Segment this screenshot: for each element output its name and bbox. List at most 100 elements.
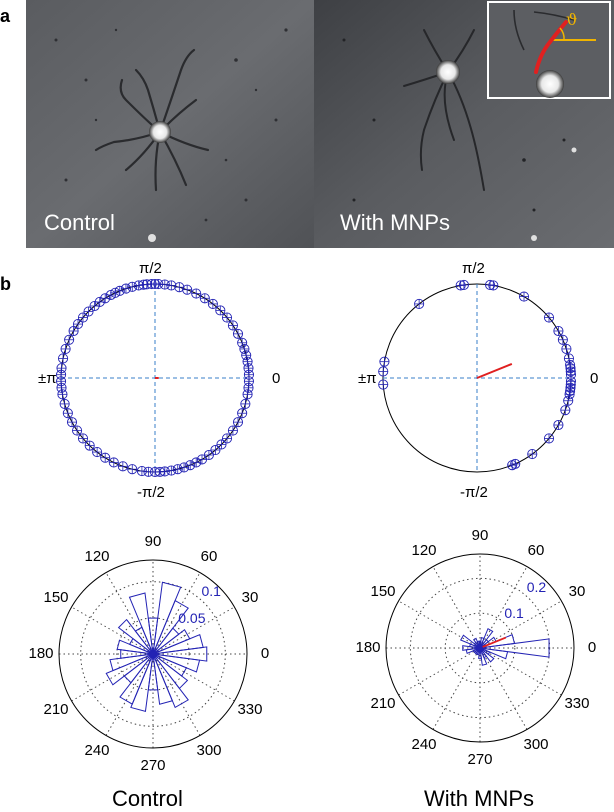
rose-0-angle-label: 90 bbox=[144, 533, 162, 550]
compass-0-marker bbox=[166, 465, 177, 476]
compass-mnps-label-right: 0 bbox=[590, 370, 599, 387]
compass-0-marker bbox=[66, 417, 78, 428]
compass-0-marker bbox=[174, 282, 185, 293]
rose-0-angle-label: 60 bbox=[200, 548, 218, 565]
rose-1-angle-label: 330 bbox=[564, 695, 590, 712]
compass-control-label-top: π/2 bbox=[139, 260, 162, 277]
compass-0-marker bbox=[199, 293, 210, 304]
rose-0-radial-label: 0.05 bbox=[178, 610, 206, 627]
compass-1-marker bbox=[553, 325, 564, 337]
compass-0-marker bbox=[232, 328, 244, 339]
rose-0-angle-label: 0 bbox=[260, 645, 270, 662]
compass-0-marker bbox=[216, 439, 227, 450]
compass-1-marker bbox=[378, 366, 389, 377]
compass-0-marker bbox=[133, 280, 144, 291]
compass-0-marker bbox=[227, 320, 238, 331]
rose-1-angle-label: 0 bbox=[587, 639, 597, 656]
compass-1-marker bbox=[455, 280, 466, 291]
compass-0-marker bbox=[120, 283, 132, 294]
compass-0-marker bbox=[191, 457, 202, 468]
rose-0-outer-ring bbox=[58, 559, 248, 749]
panel-b-letter: b bbox=[0, 274, 11, 294]
compass-0-marker bbox=[59, 398, 70, 409]
compass-1-marker bbox=[543, 433, 555, 444]
compass-1-marker bbox=[543, 312, 555, 323]
compass-0-marker bbox=[221, 312, 233, 323]
compass-0-marker bbox=[185, 460, 196, 471]
panel-a-letter: a bbox=[0, 6, 11, 26]
rose-1-radial-label: 0.1 bbox=[504, 605, 524, 622]
rose-0-angle-label: 300 bbox=[196, 741, 222, 759]
compass-0-marker bbox=[57, 389, 68, 400]
compass-mnps-label-bottom: -π/2 bbox=[460, 484, 488, 501]
rose-1-bar bbox=[479, 647, 509, 660]
rose-1-angle-label: 300 bbox=[523, 735, 549, 753]
compass-1-marker bbox=[378, 379, 389, 390]
rose-0-center bbox=[150, 651, 156, 657]
compass-0-marker bbox=[221, 433, 233, 444]
compass-0-marker bbox=[191, 288, 202, 299]
compass-control-label-left: ±π bbox=[38, 370, 57, 387]
compass-0-marker bbox=[60, 343, 71, 355]
compass-0-marker bbox=[72, 425, 83, 436]
compass-0-marker bbox=[127, 464, 138, 475]
compass-0-marker bbox=[232, 417, 244, 428]
compass-0-marker bbox=[56, 382, 67, 393]
compass-0-marker bbox=[237, 408, 248, 419]
rose-0-angle-label: 240 bbox=[84, 741, 110, 759]
compass-0-marker bbox=[243, 382, 254, 393]
caption-control: Control bbox=[112, 786, 183, 811]
rose-0-angle-label: 210 bbox=[43, 701, 69, 718]
compass-1-marker bbox=[561, 343, 572, 355]
rose-1-resultant bbox=[479, 636, 507, 649]
compass-1-marker bbox=[414, 298, 425, 309]
micrograph-mnps: With MNPs ϑ bbox=[314, 0, 614, 248]
compass-0-marker bbox=[242, 389, 253, 400]
micrograph-mnps-label: With MNPs bbox=[340, 210, 450, 235]
compass-0-marker bbox=[159, 466, 170, 477]
compass-mnps-label-top: π/2 bbox=[462, 260, 485, 277]
compass-0-marker bbox=[159, 279, 170, 290]
compass-0-marker bbox=[182, 284, 193, 295]
compass-0-marker bbox=[100, 452, 111, 463]
compass-0-marker bbox=[215, 305, 226, 316]
rose-1-angle-label: 30 bbox=[568, 583, 586, 600]
compass-1-marker bbox=[560, 405, 571, 416]
compass-0-marker bbox=[136, 466, 147, 477]
compass-0-marker bbox=[83, 306, 94, 317]
compass-0-marker bbox=[64, 334, 75, 345]
rose-1-angle-label: 90 bbox=[471, 527, 489, 544]
rose-1-angle-label: 60 bbox=[527, 542, 545, 559]
compass-0-marker bbox=[242, 356, 253, 367]
compass-control-label-right: 0 bbox=[272, 370, 281, 387]
compass-0-marker bbox=[227, 425, 238, 436]
compass-0-marker bbox=[108, 457, 119, 468]
compass-0-marker bbox=[56, 376, 67, 387]
rose-1-angle-label: 180 bbox=[355, 639, 381, 656]
compass-0-marker bbox=[117, 461, 128, 472]
rose-0-angle-label: 30 bbox=[241, 589, 259, 606]
rose-0-ring bbox=[116, 617, 190, 691]
rose-0-ring bbox=[80, 581, 226, 727]
rose-1-ring bbox=[409, 577, 551, 719]
compass-1-resultant bbox=[476, 362, 513, 379]
compass-1-marker bbox=[565, 359, 576, 370]
compass-0-marker bbox=[58, 353, 69, 364]
compass-0-marker bbox=[239, 343, 250, 355]
compass-1-marker bbox=[553, 419, 564, 431]
rose-0-angle-label: 270 bbox=[140, 757, 166, 774]
compass-0-marker bbox=[56, 363, 67, 374]
compass-0-marker bbox=[84, 440, 95, 451]
compass-mnps-label-left: ±π bbox=[358, 370, 377, 387]
compass-0-marker bbox=[240, 398, 251, 409]
compass-0-marker bbox=[94, 296, 105, 308]
compass-0-marker bbox=[241, 350, 252, 361]
compass-0-marker bbox=[243, 363, 254, 374]
rose-1-center bbox=[477, 645, 483, 651]
compass-1-marker bbox=[557, 334, 568, 345]
compass-0-marker bbox=[207, 298, 218, 309]
compass-1-marker bbox=[518, 291, 530, 302]
